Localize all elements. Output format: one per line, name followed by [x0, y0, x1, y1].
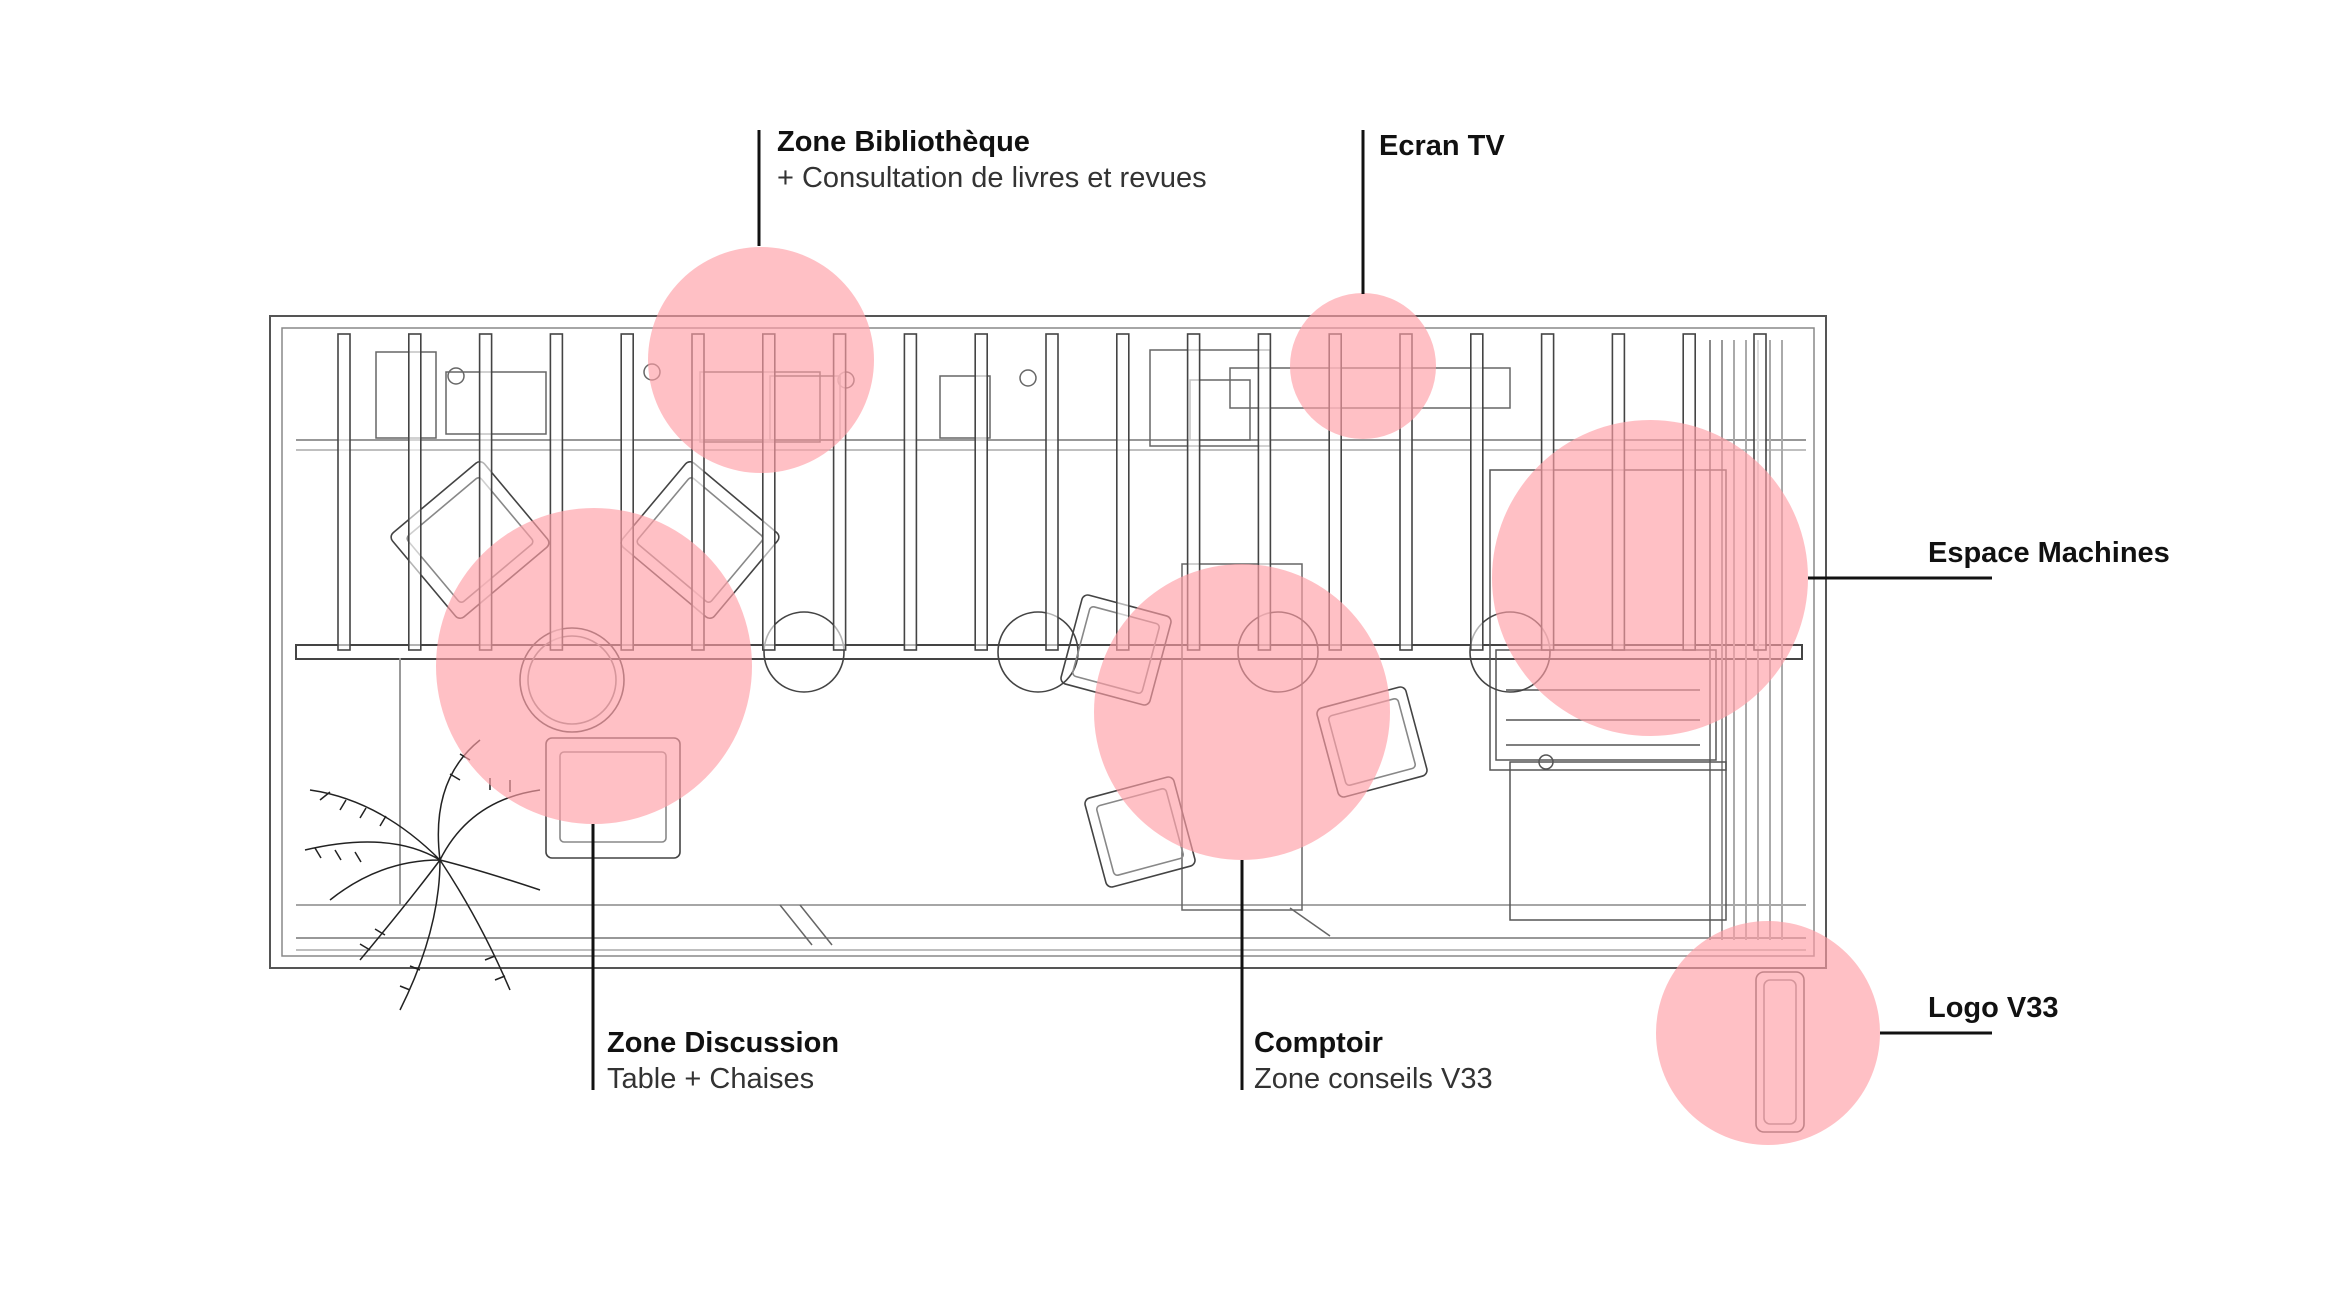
stool-icon: [763, 611, 845, 693]
slat: [903, 333, 918, 651]
label-comptoir: Comptoir Zone conseils V33: [1254, 1025, 1493, 1098]
highlight-discussion: [436, 508, 752, 824]
slat: [1116, 333, 1130, 651]
title-machines: Espace Machines: [1928, 537, 2170, 569]
subtitle-discussion: Table + Chaises: [607, 1063, 815, 1096]
slat: [1470, 333, 1484, 651]
slat: [1045, 333, 1059, 651]
title-bibliotheque: Zone Bibliothèque: [777, 126, 1030, 158]
leader-lines: [591, 130, 1992, 1090]
highlight-comptoir: [1094, 564, 1390, 860]
slat: [407, 333, 422, 651]
label-logo: Logo V33: [1928, 990, 2059, 1026]
highlight-ecran: [1290, 293, 1436, 439]
zone-highlights: [436, 247, 1880, 1145]
highlight-bibliotheque: [648, 247, 874, 473]
highlight-logo: [1656, 921, 1880, 1145]
title-comptoir: Comptoir: [1254, 1027, 1383, 1059]
label-ecran: Ecran TV: [1379, 128, 1505, 164]
title-discussion: Zone Discussion: [607, 1027, 840, 1059]
slat: [974, 333, 989, 651]
subtitle-comptoir: Zone conseils V33: [1254, 1063, 1493, 1096]
slat: [337, 333, 351, 651]
title-logo: Logo V33: [1928, 992, 2059, 1024]
label-discussion: Zone Discussion Table + Chaises: [607, 1025, 839, 1098]
label-bibliotheque: Zone Bibliothèque + Consultation de livr…: [777, 124, 1207, 197]
highlight-machines: [1492, 420, 1808, 736]
label-machines: Espace Machines: [1928, 535, 2170, 571]
title-ecran: Ecran TV: [1379, 130, 1505, 162]
stool-icon: [997, 611, 1079, 693]
subtitle-bibliotheque: + Consultation de livres et revues: [777, 162, 1207, 195]
